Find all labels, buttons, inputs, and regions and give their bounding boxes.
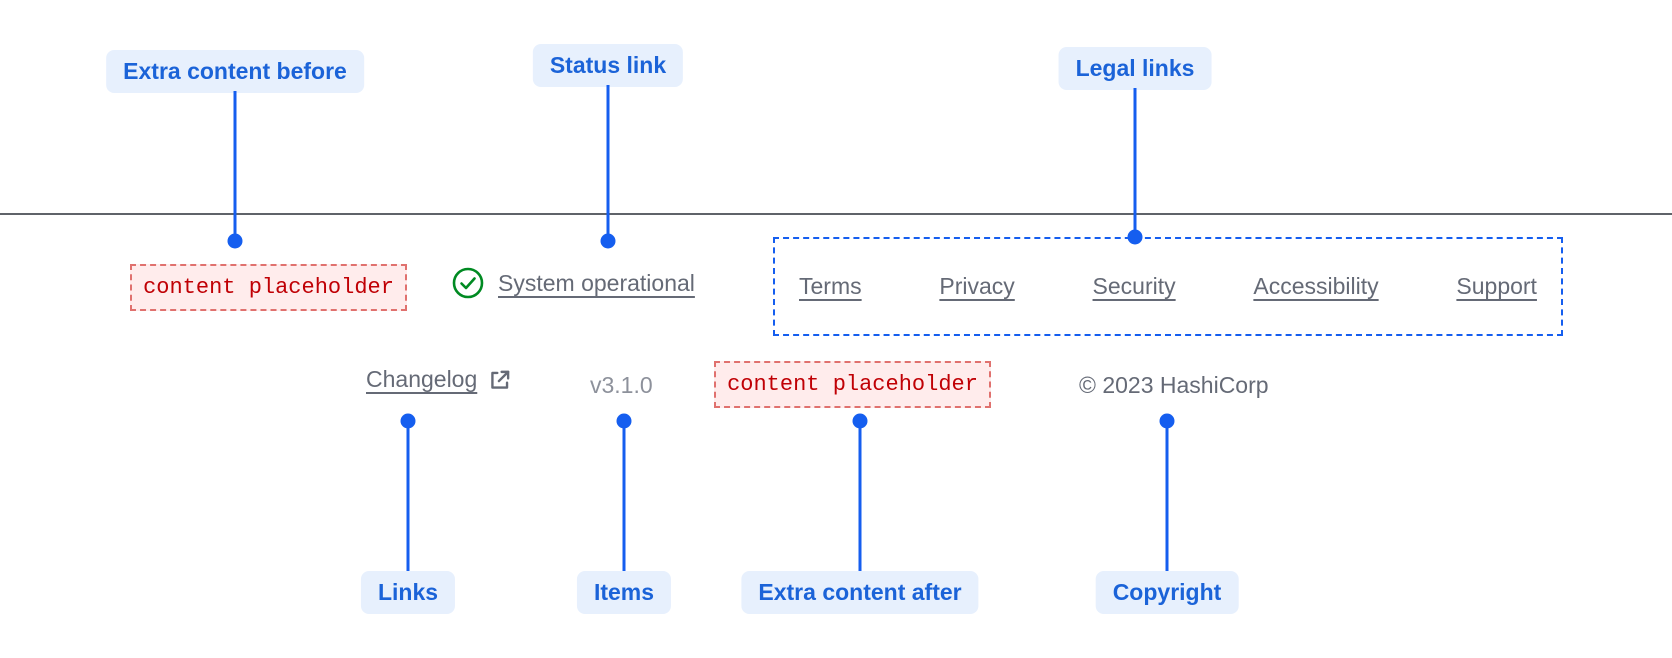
legal-link-accessibility[interactable]: Accessibility	[1253, 273, 1379, 299]
external-link-icon	[487, 367, 513, 393]
callout-line-extra-content-after	[858, 421, 862, 571]
callout-legal-links: Legal links	[1058, 47, 1212, 90]
callout-dot-extra-content-before	[227, 233, 243, 249]
callout-links: Links	[360, 571, 456, 614]
check-circle-icon	[451, 266, 485, 300]
callout-line-extra-content-before	[233, 91, 237, 241]
extra-content-after-placeholder: content placeholder	[714, 361, 991, 408]
legal-link-terms[interactable]: Terms	[799, 273, 862, 299]
callout-dot-status-link	[600, 233, 616, 249]
callout-line-copyright	[1165, 421, 1169, 571]
legal-link-security[interactable]: Security	[1092, 273, 1176, 299]
extra-content-before-placeholder: content placeholder	[130, 264, 407, 311]
callout-line-legal-links	[1133, 88, 1137, 237]
callout-extra-content-after: Extra content after	[741, 571, 979, 614]
version-text: v3.1.0	[590, 372, 653, 398]
legal-link-support[interactable]: Support	[1456, 273, 1537, 299]
legal-links-group: Terms Privacy Security Accessibility Sup…	[773, 237, 1563, 336]
status-link[interactable]: System operational	[451, 266, 695, 300]
callout-copyright: Copyright	[1095, 571, 1239, 614]
copyright-text: © 2023 HashiCorp	[1079, 372, 1269, 398]
callout-items: Items	[576, 571, 672, 614]
callout-line-items	[622, 421, 626, 571]
status-link-label[interactable]: System operational	[498, 269, 695, 296]
legal-link-privacy[interactable]: Privacy	[939, 273, 1015, 299]
callout-extra-content-before: Extra content before	[106, 50, 364, 93]
changelog-link-label[interactable]: Changelog	[366, 366, 478, 392]
changelog-link[interactable]: Changelog	[366, 366, 513, 393]
callout-status-link: Status link	[532, 44, 684, 87]
callout-line-links	[406, 421, 410, 571]
callout-line-status-link	[606, 85, 610, 241]
footer-top-divider	[0, 213, 1672, 215]
